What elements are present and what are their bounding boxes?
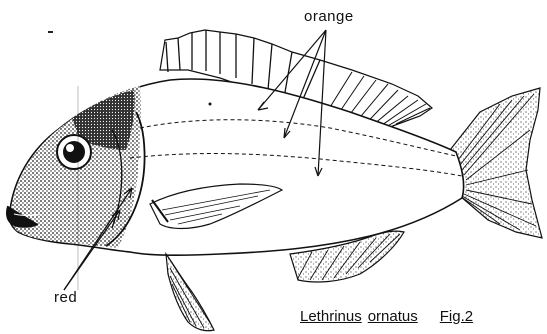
caption-genus: Lethrinus	[300, 308, 362, 325]
pelvic-fin	[166, 254, 214, 331]
red-label: red	[54, 289, 77, 306]
stray-dash-mark	[48, 31, 53, 33]
figure-caption: Lethrinus ornatus Fig.2	[300, 308, 473, 325]
tail-fin	[450, 88, 542, 238]
orange-label: orange	[304, 8, 354, 25]
caption-species: ornatus	[368, 308, 418, 325]
eye	[57, 135, 91, 169]
caption-figure-number: Fig.2	[440, 308, 473, 325]
